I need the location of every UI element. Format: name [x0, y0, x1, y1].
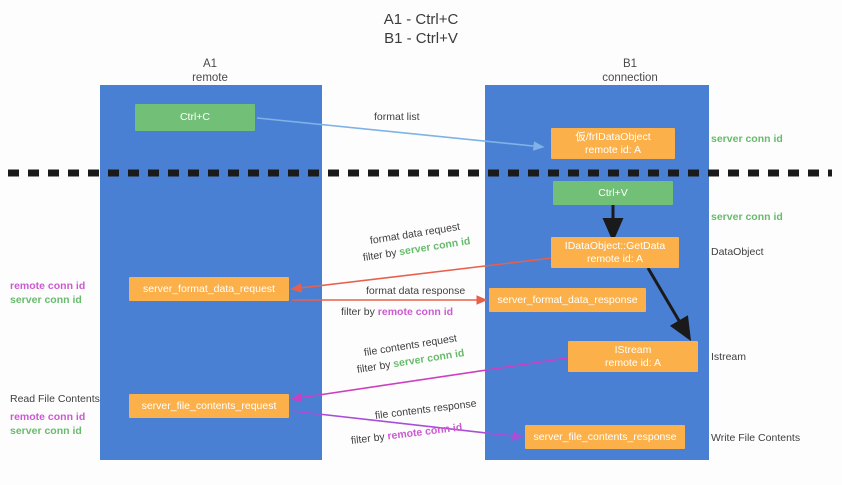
- label-server-conn-id-bottom: server conn id: [10, 425, 82, 437]
- box-ctrl-v-label: Ctrl+V: [598, 186, 628, 199]
- box-idataobject-getdata-line2: remote id: A: [586, 252, 644, 265]
- box-ctrl-c-label: Ctrl+C: [179, 111, 211, 123]
- label-file-contents-response: file contents response: [374, 397, 478, 422]
- box-istream-line2: remote id: A: [604, 356, 662, 369]
- label-file-contents-response-filter-prefix: filter by: [350, 430, 389, 447]
- box-server-format-data-response[interactable]: server_format_data_response: [489, 288, 646, 312]
- label-format-data-response: format data response: [366, 285, 466, 297]
- box-server-file-contents-response-label: server_file_contents_response: [533, 430, 677, 443]
- box-idataobject-create-line1: 仮/frIDataObject: [575, 130, 651, 143]
- label-write-file-contents: Write File Contents: [711, 432, 801, 444]
- label-istream: Istream: [711, 351, 747, 363]
- box-server-file-contents-response[interactable]: server_file_contents_response: [525, 425, 685, 449]
- box-istream-line1: IStream: [614, 343, 652, 356]
- label-read-file-contents: Read File Contents: [10, 393, 100, 405]
- label-remote-conn-id-bottom: remote conn id: [10, 411, 86, 423]
- box-idataobject-getdata[interactable]: IDataObject::GetData remote id: A: [551, 237, 679, 268]
- label-format-list: format list: [374, 111, 420, 123]
- column-header-a1-sub: remote: [192, 72, 228, 84]
- label-format-data-response-filter-prefix: filter by: [341, 306, 378, 318]
- box-idataobject-create-line2: remote id: A: [584, 143, 642, 156]
- label-format-data-response-filter-value: remote conn id: [377, 306, 454, 318]
- label-dataobject: DataObject: [711, 246, 764, 258]
- box-server-format-data-request[interactable]: server_format_data_request: [129, 277, 289, 301]
- box-server-format-data-request-label: server_format_data_request: [143, 282, 275, 295]
- label-remote-conn-id-mid: remote conn id: [10, 280, 86, 292]
- box-idataobject-getdata-line1: IDataObject::GetData: [564, 239, 666, 252]
- label-format-data-request-filter-prefix: filter by: [362, 246, 401, 264]
- page-title-line2: B1 - Ctrl+V: [384, 30, 458, 47]
- box-idataobject-create[interactable]: 仮/frIDataObject remote id: A: [551, 128, 675, 159]
- label-file-contents-request-filter-prefix: filter by: [356, 358, 395, 376]
- box-ctrl-v[interactable]: Ctrl+V: [553, 181, 673, 205]
- column-header-a1-name: A1: [202, 58, 218, 70]
- label-server-conn-id-second: server conn id: [711, 211, 783, 223]
- label-file-contents-response-filter: filter by remote conn id: [350, 420, 463, 448]
- column-header-b1-name: B1: [622, 58, 638, 70]
- box-ctrl-c[interactable]: Ctrl+C: [135, 104, 255, 131]
- label-file-contents-response-filter-value: remote conn id: [386, 421, 463, 443]
- box-server-file-contents-request[interactable]: server_file_contents_request: [129, 394, 289, 418]
- label-format-data-response-filter: filter by remote conn id: [341, 305, 453, 319]
- page-title-line1: A1 - Ctrl+C: [383, 11, 459, 28]
- box-istream[interactable]: IStream remote id: A: [568, 341, 698, 372]
- label-server-conn-id-mid: server conn id: [10, 294, 82, 306]
- box-server-file-contents-request-label: server_file_contents_request: [141, 399, 277, 412]
- column-header-b1-sub: connection: [602, 72, 658, 84]
- label-server-conn-id-top: server conn id: [711, 133, 783, 145]
- box-server-format-data-response-label: server_format_data_response: [497, 293, 638, 306]
